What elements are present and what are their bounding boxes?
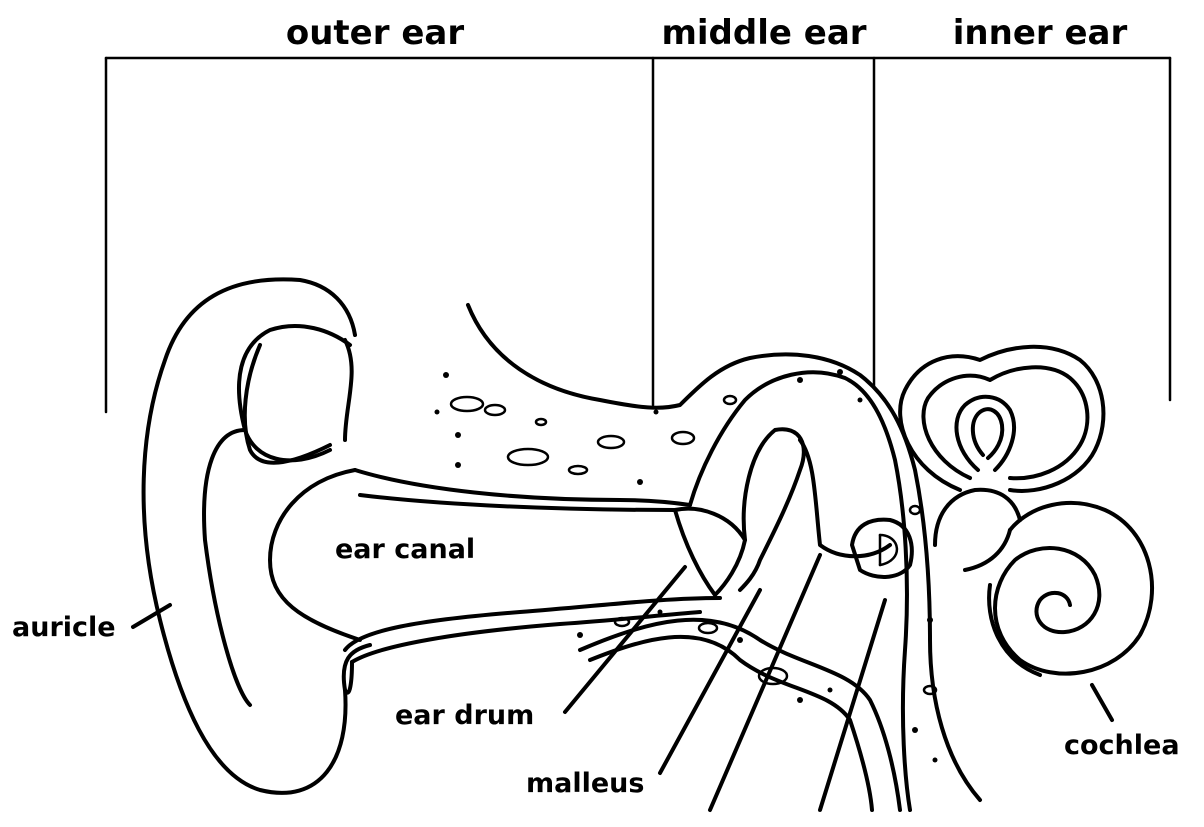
temporal-bone-upper xyxy=(468,305,980,810)
section-brackets xyxy=(106,58,1170,412)
ear-drum-shape xyxy=(675,509,745,595)
auricle-pointer xyxy=(133,605,170,627)
ossicles xyxy=(740,429,912,590)
malleus-label: malleus xyxy=(526,768,644,799)
inner-ear-heading: inner ear xyxy=(953,13,1128,53)
outer-ear-heading: outer ear xyxy=(286,13,464,53)
auricle-label: auricle xyxy=(12,612,116,643)
semicircular-canals xyxy=(900,347,1103,570)
cochlea-spiral xyxy=(989,503,1152,675)
cochlea-pointer xyxy=(1092,685,1112,720)
middle-ear-heading: middle ear xyxy=(661,13,866,53)
cochlea-label: cochlea xyxy=(1064,730,1180,761)
ear-drum-label: ear drum xyxy=(395,700,534,731)
stapes-pointer xyxy=(820,600,885,810)
ear-canal-label: ear canal xyxy=(335,534,475,565)
ear-canal-walls xyxy=(345,470,720,693)
incus-pointer xyxy=(710,555,820,810)
malleus-pointer xyxy=(660,590,760,773)
